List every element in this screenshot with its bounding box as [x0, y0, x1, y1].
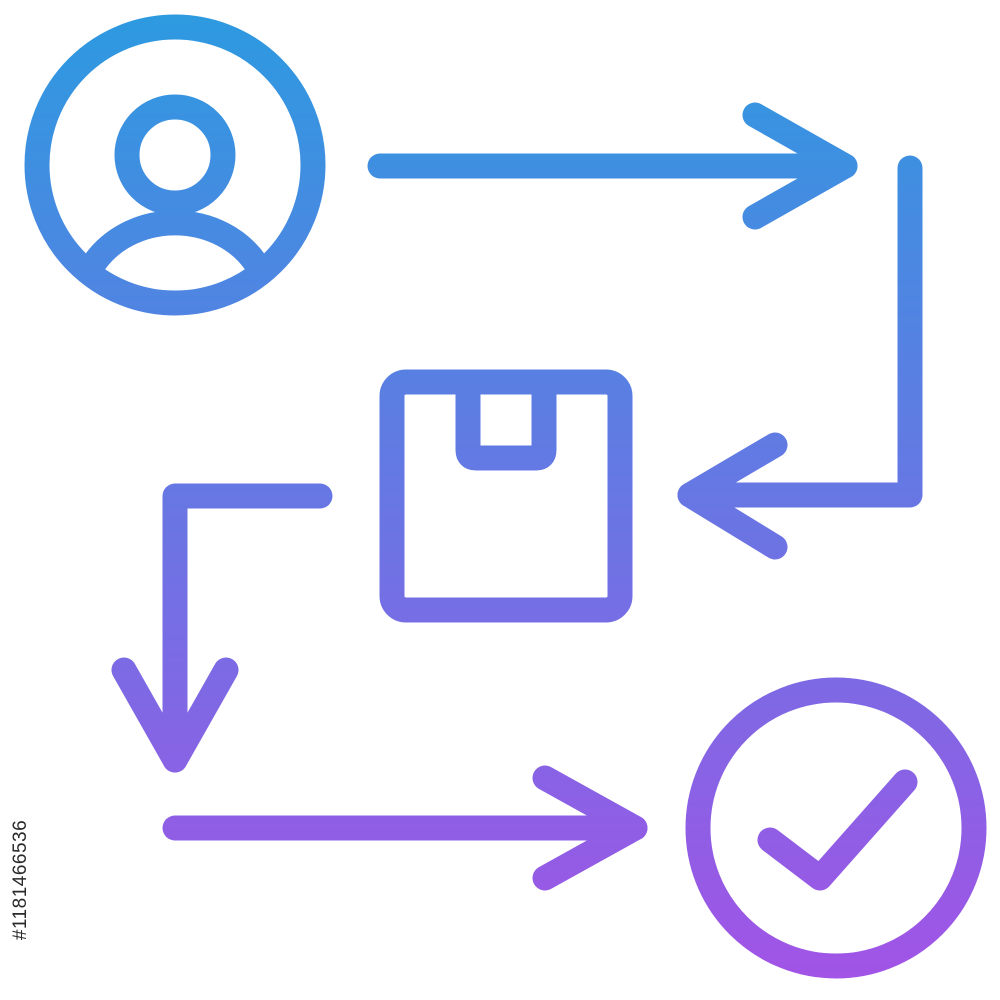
package-box-icon [379, 369, 633, 623]
arrow-right-icon [367, 102, 858, 230]
arrow-left-icon [677, 155, 923, 560]
arrow-right-icon [162, 765, 648, 891]
check-circle-icon [685, 677, 987, 979]
stock-id-watermark: #1181466536 [6, 760, 36, 1000]
user-circle-icon [24, 14, 326, 316]
arrow-down-icon [111, 483, 333, 773]
stock-id-text: #1181466536 [10, 819, 32, 941]
